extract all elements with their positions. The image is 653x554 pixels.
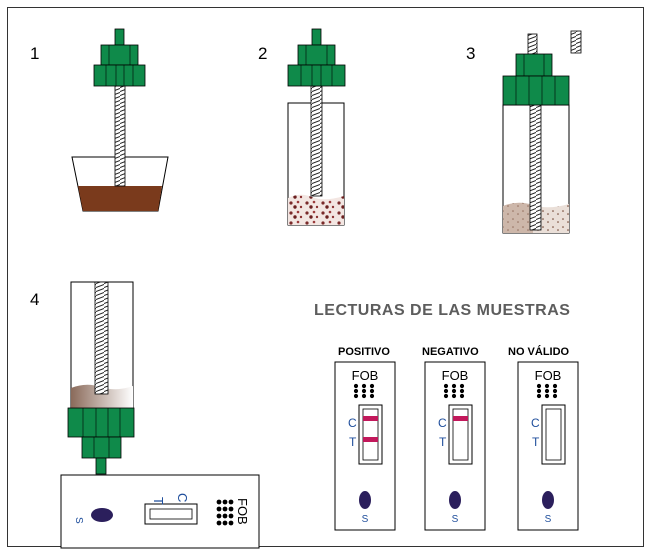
step-2-illustration xyxy=(287,28,346,226)
reading-card: FOB CT S xyxy=(334,361,396,531)
reading-card: FOB CT S xyxy=(517,361,579,531)
sample-mark: S xyxy=(452,514,459,525)
label-positivo: POSITIVO xyxy=(338,346,390,358)
device-brand: FOB xyxy=(235,498,250,525)
control-line xyxy=(363,416,378,421)
device-c-mark: C xyxy=(175,493,190,502)
test-line xyxy=(363,437,378,442)
test-mark: T xyxy=(349,435,357,449)
sample-mark: S xyxy=(545,514,552,525)
sampling-stick xyxy=(310,85,323,197)
control-mark: C xyxy=(348,416,357,430)
green-cap-icon xyxy=(287,28,346,87)
step-3-illustration xyxy=(502,30,582,234)
test-mark: T xyxy=(532,435,540,449)
tube-liquid xyxy=(71,384,133,408)
sample-well-icon xyxy=(91,508,113,522)
sample-mark: S xyxy=(362,514,369,525)
reading-card: FOB CT S xyxy=(424,361,486,531)
sampling-stick xyxy=(529,104,542,231)
sample-well-icon xyxy=(449,491,461,509)
sampling-stick xyxy=(94,281,109,395)
cassette-brand: FOB xyxy=(535,368,562,383)
step-number-4: 4 xyxy=(30,290,40,309)
green-cap-icon xyxy=(93,28,146,87)
buffer-with-sample xyxy=(288,194,344,225)
label-no-valido: NO VÁLIDO xyxy=(508,346,570,358)
step-4-illustration: S T C FOB xyxy=(60,281,260,549)
cassette-brand: FOB xyxy=(442,368,469,383)
green-cap-icon xyxy=(502,33,570,106)
sample-well-icon xyxy=(542,491,554,509)
sampling-stick xyxy=(114,85,126,187)
device-t-mark: T xyxy=(151,497,166,505)
grip-dots-icon xyxy=(353,383,375,399)
green-cap-icon xyxy=(67,407,135,475)
label-negativo: NEGATIVO xyxy=(422,346,479,358)
control-line xyxy=(453,416,468,421)
step-number-2: 2 xyxy=(258,44,268,63)
step-number-3: 3 xyxy=(466,44,476,63)
stool-sample xyxy=(78,186,162,211)
cassette-brand: FOB xyxy=(352,368,379,383)
test-mark: T xyxy=(439,435,447,449)
device-sample-mark: S xyxy=(73,517,84,524)
screw-tip-icon xyxy=(570,30,582,54)
step-number-1: 1 xyxy=(30,44,40,63)
diagram-frame xyxy=(7,7,644,547)
step-1-illustration xyxy=(71,28,169,212)
control-mark: C xyxy=(438,416,447,430)
grip-dots-icon xyxy=(443,383,465,399)
control-mark: C xyxy=(531,416,540,430)
grip-dots-icon xyxy=(536,383,558,399)
grip-dots-icon xyxy=(216,499,234,526)
readings-title: LECTURAS DE LAS MUESTRAS xyxy=(314,302,571,319)
sample-well-icon xyxy=(359,491,371,509)
